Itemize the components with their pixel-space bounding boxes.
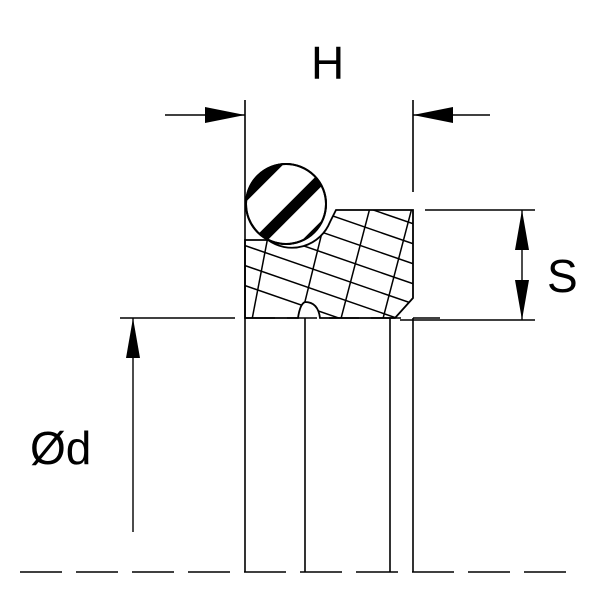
o-ring bbox=[245, 163, 327, 245]
diameter-label: Ød bbox=[30, 422, 92, 474]
section-label: S bbox=[547, 250, 578, 302]
seal-body-outline bbox=[244, 209, 414, 319]
seal-body-hatching bbox=[245, 210, 413, 318]
height-label: H bbox=[311, 37, 345, 89]
